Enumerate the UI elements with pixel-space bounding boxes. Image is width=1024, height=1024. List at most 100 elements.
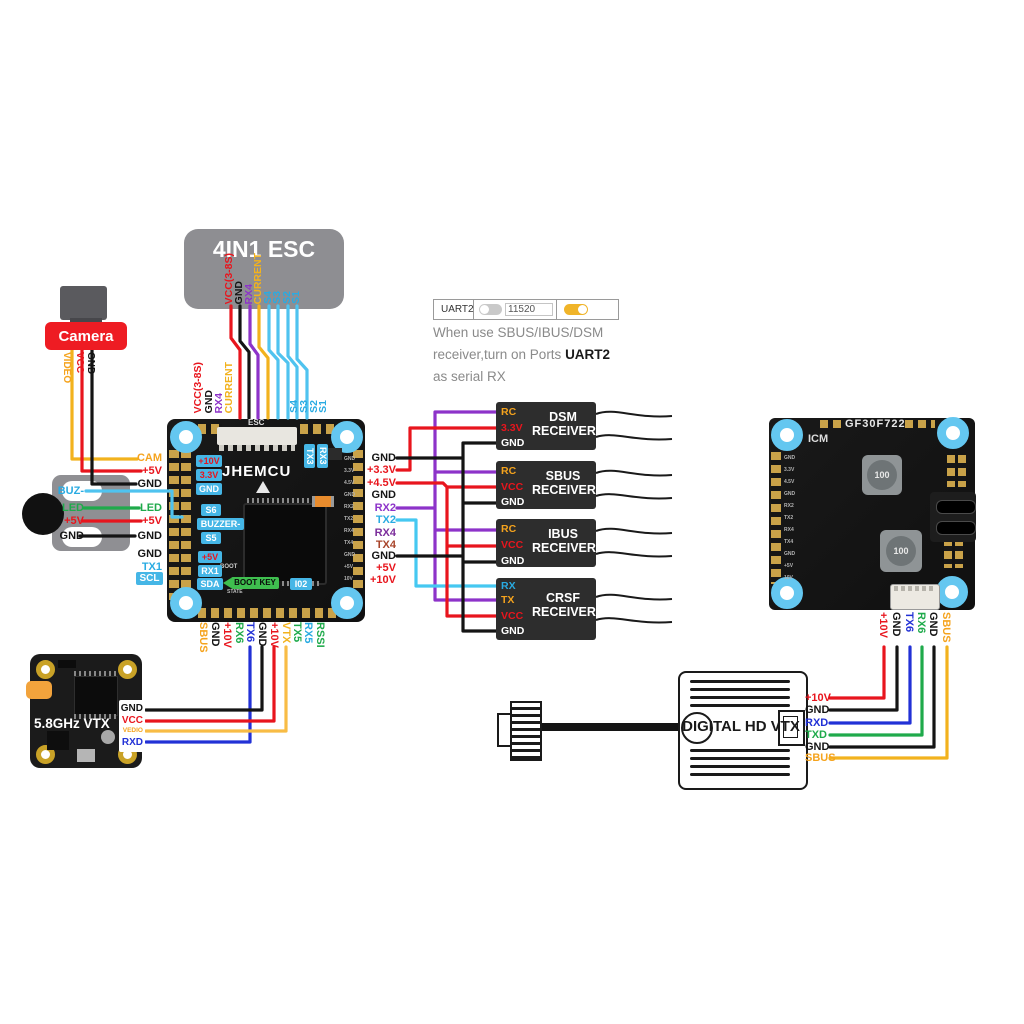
antenna	[595, 527, 673, 535]
fc-right-tx2: TX2	[375, 514, 396, 526]
board2-pads-top2	[905, 420, 935, 428]
rx-pin: VCC	[501, 539, 524, 551]
fc-silk: TX2	[344, 516, 354, 522]
fc-top-vcc: VCC(3-8S)	[192, 361, 204, 413]
fc-chip-s6: S6	[201, 504, 221, 516]
fc-esc-label: ESC	[248, 418, 265, 427]
board2-silk: RX4	[784, 527, 794, 533]
wire-b2-gnd1	[828, 645, 899, 712]
vtx58-pin-vcc: VCC	[121, 715, 143, 726]
wire-esc-vcc	[229, 304, 242, 420]
vtx58-pin-panel	[119, 700, 145, 752]
hdvtx-fin	[690, 757, 790, 760]
rx-title: DSM	[549, 410, 577, 424]
hdvtx-fin	[690, 688, 790, 691]
board2-pads-right2	[958, 455, 966, 487]
rx-pin: VCC	[501, 610, 524, 622]
toggle-knob	[480, 305, 489, 314]
camera-title: Camera	[58, 328, 114, 345]
fc-boot-label: BOOT	[220, 564, 238, 570]
rx-pin: GND	[501, 625, 525, 637]
receiver-ibus	[496, 519, 596, 567]
wire-3v3	[395, 426, 498, 472]
fc-right-gnd3: GND	[371, 550, 396, 562]
wire-esc-s2	[286, 304, 299, 420]
fc-silk: 3.3V	[344, 468, 355, 474]
fc-right-rx4: RX4	[374, 527, 396, 539]
board2-pads-top	[820, 420, 842, 428]
wire-cam-gnd	[90, 346, 138, 486]
board2-silk: RX2	[784, 503, 794, 509]
fc-chip-rx1: RX1	[198, 565, 222, 577]
fc-silk: TX4	[344, 540, 354, 546]
wire-tx6	[144, 645, 252, 744]
cell-divider	[556, 300, 557, 319]
buzzer-pin-5v: +5V	[64, 515, 84, 527]
hdvtx-pin-10v: +10V	[805, 692, 831, 704]
cell-divider	[473, 300, 474, 319]
wire-4v5	[395, 481, 498, 618]
wire-video-vtx	[144, 645, 288, 733]
fc-pads-left	[169, 450, 179, 600]
b2-bot-gnd2: GND	[927, 612, 939, 637]
uart2-note-bold: UART2	[565, 347, 611, 362]
wire-gnd-vtx	[144, 645, 264, 712]
vtx58-cap	[101, 730, 115, 744]
hdvtx-pin-rxd: RXD	[805, 717, 829, 729]
antenna	[595, 593, 673, 601]
uart2-serialrx-toggle[interactable]	[564, 304, 588, 315]
fc-silk: 10V	[344, 576, 353, 582]
board2-connector-pins	[894, 586, 934, 591]
antenna	[595, 617, 673, 624]
usbc-slot	[936, 500, 976, 514]
fc-mcu-pins-top	[247, 498, 319, 503]
b2-bot-tx6: TX6	[903, 612, 915, 633]
fc-pads-bottom	[198, 608, 343, 618]
wire-esc-s1	[295, 304, 309, 420]
hdvtx-fin	[690, 765, 790, 768]
uart2-panel: UART2	[433, 299, 619, 320]
fc-right-10v: +10V	[370, 574, 396, 586]
board2-silk: 4.5V	[784, 479, 795, 485]
hdvtx-pin-gnd2: GND	[805, 741, 830, 753]
board2-hole	[937, 417, 969, 449]
fc-chip-rx3: RX3	[317, 444, 328, 468]
fc-silk: 4.5V	[344, 480, 355, 486]
esc-title: 4IN1 ESC	[212, 236, 316, 262]
fc-right-4v5: +4.5V	[366, 477, 396, 489]
buzzer-hole-top	[62, 481, 102, 501]
board2-silk: TX4	[784, 539, 794, 545]
wire-esc-s3	[276, 304, 290, 420]
receiver-crsf	[496, 578, 596, 640]
fc-bot-tx6: TX6	[244, 622, 256, 643]
fc-left-gnd: GND	[137, 478, 162, 490]
hdvtx-title: DIGITAL HD VTX	[682, 718, 800, 735]
fc-bot-gnd2: GND	[256, 622, 268, 647]
uart2-config-toggle[interactable]	[479, 304, 502, 315]
board2-silk: 3.3V	[784, 467, 795, 473]
rx-pin: RX	[501, 580, 516, 592]
rx-pin: TX	[501, 594, 515, 606]
fc-bot-rx6: RX6	[233, 622, 245, 644]
fc-left-gnd3: GND	[137, 548, 162, 560]
wire-b2-gnd2	[828, 645, 936, 749]
fc-left-5v: +5V	[142, 465, 162, 477]
b2-bot-rx6: RX6	[915, 612, 927, 634]
wire-b2-10v	[828, 645, 886, 700]
fc-pads-top	[198, 424, 222, 434]
vtx58-chip-pins	[74, 714, 116, 719]
fc-left-led: LED	[140, 502, 162, 514]
fc-hole	[170, 587, 202, 619]
buzzer-pin-buz: BUZ-	[57, 485, 84, 497]
board2-icm: ICM	[808, 433, 829, 445]
fc-chip-buzzer: BUZZER-	[197, 518, 244, 530]
fc-silk: RX2	[344, 504, 354, 510]
board2-silk: +5V	[784, 563, 794, 569]
board2-name: GF30F722	[845, 418, 906, 430]
board2-silk: GND	[784, 455, 796, 461]
board2-usbc	[930, 492, 976, 542]
uart2-baud-field[interactable]	[505, 303, 553, 316]
esc-pin-s1: S1	[290, 291, 302, 304]
b2-bot-sbus: SBUS	[940, 612, 952, 643]
rx-pin: RC	[501, 523, 517, 535]
